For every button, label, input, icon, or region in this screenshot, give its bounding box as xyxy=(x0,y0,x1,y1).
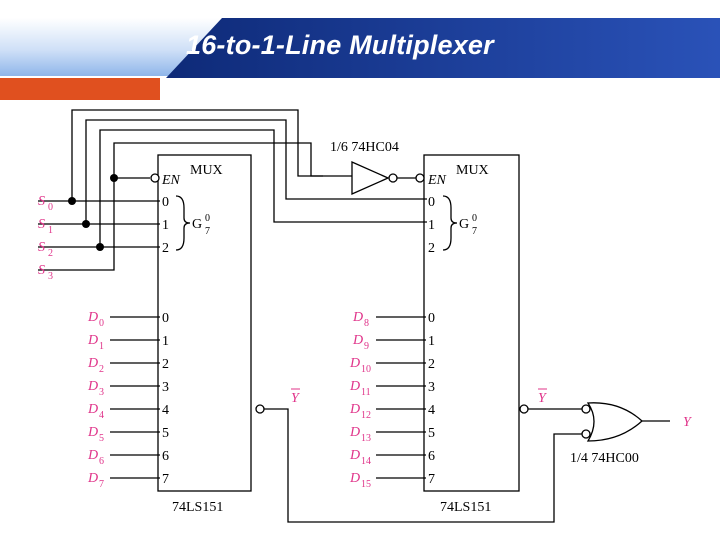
svg-text:D: D xyxy=(349,471,360,486)
svg-text:1: 1 xyxy=(428,218,435,233)
svg-text:0: 0 xyxy=(472,213,477,224)
svg-text:D: D xyxy=(87,379,98,394)
nand-gate-body xyxy=(586,402,643,442)
mux1-data-pins: 0 1 2 3 4 5 6 7 xyxy=(162,311,169,487)
svg-text:0: 0 xyxy=(428,195,435,210)
svg-text:S: S xyxy=(38,240,45,255)
svg-text:9: 9 xyxy=(364,341,369,352)
svg-text:D: D xyxy=(349,448,360,463)
s3-wire xyxy=(38,142,323,271)
svg-text:3: 3 xyxy=(48,271,53,282)
svg-text:D: D xyxy=(352,310,363,325)
svg-text:0: 0 xyxy=(162,311,169,326)
mux1-box xyxy=(157,154,252,492)
svg-text:D: D xyxy=(349,425,360,440)
svg-text:D: D xyxy=(349,402,360,417)
svg-text:D: D xyxy=(87,333,98,348)
svg-text:15: 15 xyxy=(361,479,371,490)
svg-text:74LS151: 74LS151 xyxy=(172,500,223,515)
svg-text:G: G xyxy=(192,217,202,232)
svg-text:1: 1 xyxy=(428,334,435,349)
svg-text:2: 2 xyxy=(428,241,435,256)
svg-text:D: D xyxy=(349,356,360,371)
svg-text:10: 10 xyxy=(361,364,371,375)
svg-text:D: D xyxy=(87,402,98,417)
header-orange-bar xyxy=(0,78,160,100)
svg-text:0: 0 xyxy=(48,202,53,213)
slide-title: 16-to-1-Line Multiplexer xyxy=(186,30,494,60)
svg-text:D: D xyxy=(87,471,98,486)
nand-label: 1/4 74HC00 xyxy=(570,451,639,466)
svg-text:MUX: MUX xyxy=(190,163,223,178)
svg-text:4: 4 xyxy=(162,403,169,418)
svg-text:8: 8 xyxy=(364,318,369,329)
svg-text:S: S xyxy=(38,194,45,209)
slide-header xyxy=(0,18,720,100)
svg-text:5: 5 xyxy=(99,433,104,444)
svg-text:14: 14 xyxy=(361,456,371,467)
svg-text:D: D xyxy=(87,448,98,463)
svg-text:12: 12 xyxy=(361,410,371,421)
svg-text:0: 0 xyxy=(428,311,435,326)
svg-text:1: 1 xyxy=(162,334,169,349)
svg-text:1: 1 xyxy=(162,218,169,233)
svg-text:5: 5 xyxy=(428,426,435,441)
s1-wire xyxy=(38,119,427,225)
svg-text:Y: Y xyxy=(291,391,301,406)
svg-text:7: 7 xyxy=(472,226,477,237)
svg-text:D: D xyxy=(352,333,363,348)
svg-text:D: D xyxy=(87,356,98,371)
header-blue-banner xyxy=(166,18,720,78)
svg-text:D: D xyxy=(349,379,360,394)
inverter-body xyxy=(351,160,390,196)
svg-text:0: 0 xyxy=(162,195,169,210)
svg-text:2: 2 xyxy=(48,248,53,259)
svg-text:3: 3 xyxy=(162,380,169,395)
svg-text:13: 13 xyxy=(361,433,371,444)
svg-text:2: 2 xyxy=(162,241,169,256)
svg-text:D: D xyxy=(87,310,98,325)
svg-text:2: 2 xyxy=(428,357,435,372)
svg-text:2: 2 xyxy=(99,364,104,375)
svg-text:S: S xyxy=(38,263,45,278)
mux2-data-pins: 0 1 2 3 4 5 6 7 xyxy=(428,311,435,487)
svg-text:EN: EN xyxy=(161,173,181,188)
svg-text:5: 5 xyxy=(162,426,169,441)
svg-text:0: 0 xyxy=(205,213,210,224)
svg-text:7: 7 xyxy=(99,479,104,490)
svg-text:3: 3 xyxy=(99,387,104,398)
svg-text:MUX: MUX xyxy=(456,163,489,178)
svg-text:7: 7 xyxy=(162,472,169,487)
svg-text:7: 7 xyxy=(205,226,210,237)
svg-text:6: 6 xyxy=(428,449,435,464)
svg-text:74LS151: 74LS151 xyxy=(440,500,491,515)
final-output-label: Y xyxy=(683,415,693,430)
svg-text:G: G xyxy=(459,217,469,232)
svg-text:7: 7 xyxy=(428,472,435,487)
svg-text:1: 1 xyxy=(48,225,53,236)
svg-text:1: 1 xyxy=(99,341,104,352)
svg-text:3: 3 xyxy=(428,380,435,395)
svg-text:6: 6 xyxy=(99,456,104,467)
inverter-label: 1/6 74HC04 xyxy=(330,140,399,155)
mux2-box xyxy=(423,154,520,492)
svg-text:Y: Y xyxy=(538,391,548,406)
svg-text:6: 6 xyxy=(162,449,169,464)
svg-text:S: S xyxy=(38,217,45,232)
svg-text:4: 4 xyxy=(428,403,435,418)
svg-text:11: 11 xyxy=(361,387,371,398)
svg-text:0: 0 xyxy=(99,318,104,329)
svg-text:2: 2 xyxy=(162,357,169,372)
svg-text:4: 4 xyxy=(99,410,104,421)
svg-text:EN: EN xyxy=(427,173,447,188)
svg-text:D: D xyxy=(87,425,98,440)
